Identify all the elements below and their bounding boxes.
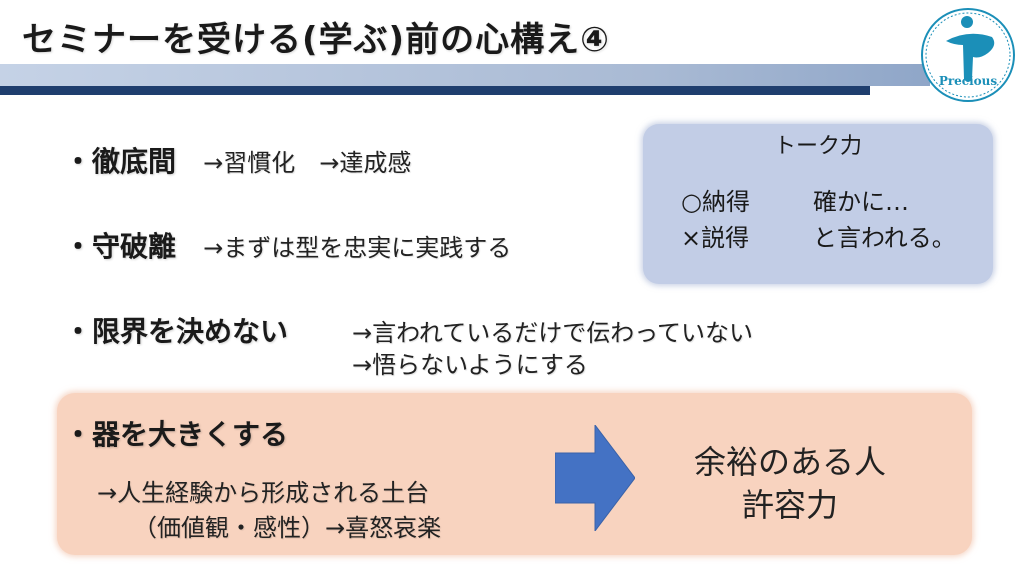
item-label: ・限界を決めない	[64, 315, 289, 348]
item-tetteikan: ・徹底間 →習慣化 →達成感	[64, 140, 411, 180]
item-label: ・器を大きくする	[64, 418, 289, 451]
item-label: ・守破離	[64, 230, 177, 263]
item-bigger-vessel: ・器を大きくする	[64, 413, 288, 453]
talk-line-agree-result: 確かに…	[813, 188, 909, 216]
vessel-sub-1: →人生経験から形成される土台	[97, 479, 430, 507]
slide-title: セミナーを受ける(学ぶ)前の心構え④	[22, 20, 610, 60]
item-shuhari: ・守破離 →まずは型を忠実に実践する	[64, 225, 511, 265]
item-note: →習慣化 →達成感	[203, 149, 412, 177]
logo-figure-icon	[946, 33, 995, 82]
result-composure: 余裕のある人	[693, 443, 886, 481]
precious-logo: Precious	[921, 8, 1015, 102]
logo-head-icon	[961, 16, 973, 28]
item-label: ・徹底間	[64, 145, 177, 178]
talk-box-title: トーク力	[773, 134, 862, 159]
talk-line-agree: ○納得	[681, 188, 750, 216]
talk-power-box: トーク力 ○納得 確かに… ×説得 と言われる。	[643, 124, 993, 284]
item-note-2: →悟らないようにする	[352, 351, 588, 379]
logo-text: Precious	[939, 74, 998, 88]
item-note: →言われているだけで伝わっていない	[352, 319, 753, 347]
vessel-sub-2: （価値観・感性）→喜怒哀楽	[133, 514, 442, 542]
item-no-limits: ・限界を決めない	[64, 310, 288, 350]
header-band-dark	[0, 86, 870, 95]
item-note: →まずは型を忠実に実践する	[203, 234, 512, 262]
result-tolerance: 許容力	[741, 486, 838, 524]
talk-line-persuade: ×説得	[681, 224, 750, 252]
vessel-box	[57, 393, 972, 555]
right-arrow-icon	[555, 425, 635, 531]
header-band-light	[0, 64, 930, 86]
talk-line-persuade-result: と言われる。	[813, 224, 956, 252]
